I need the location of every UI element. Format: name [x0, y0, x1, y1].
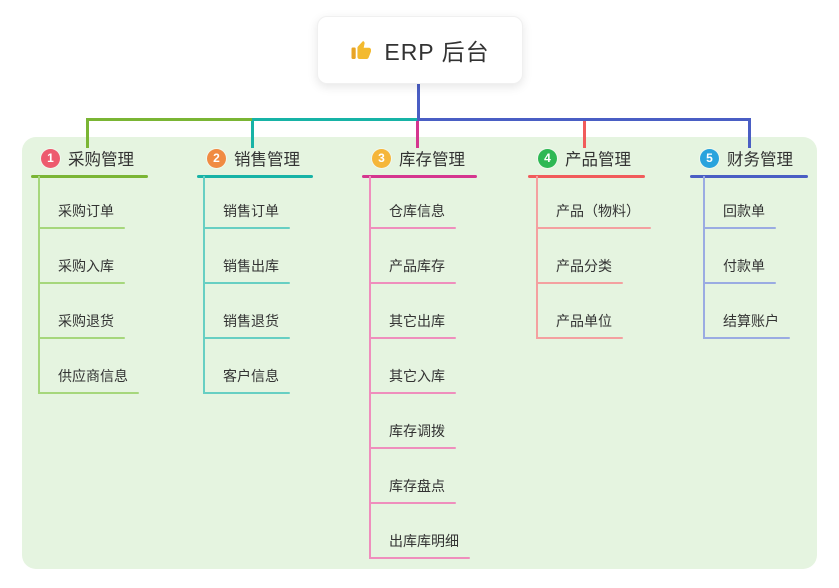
branch-title-label: 财务管理	[727, 151, 793, 169]
child-node[interactable]: 销售退货	[223, 313, 279, 329]
branch-title[interactable]: 2 销售管理	[207, 147, 300, 169]
branch-number-badge: 2	[207, 148, 226, 168]
branch-title-label: 销售管理	[234, 151, 300, 169]
branch-drop-line	[583, 118, 586, 148]
branch-number-badge: 1	[41, 148, 60, 168]
child-underline	[369, 282, 456, 284]
branch-number-badge: 5	[700, 148, 719, 168]
child-node[interactable]: 其它出库	[389, 313, 445, 329]
child-underline	[369, 337, 456, 339]
child-node[interactable]: 供应商信息	[58, 368, 128, 384]
child-underline	[369, 502, 456, 504]
child-underline	[369, 447, 456, 449]
child-node[interactable]: 销售订单	[223, 203, 279, 219]
child-node[interactable]: 仓库信息	[389, 203, 445, 219]
child-node[interactable]: 结算账户	[723, 313, 779, 329]
child-node[interactable]: 产品分类	[556, 258, 612, 274]
branch-title[interactable]: 5 财务管理	[700, 147, 793, 169]
child-node[interactable]: 付款单	[723, 258, 765, 274]
child-underline	[703, 282, 776, 284]
bus-segment	[87, 118, 253, 121]
branch-spine-line	[38, 176, 40, 394]
child-underline	[38, 227, 125, 229]
branch-drop-line	[416, 118, 419, 148]
child-node[interactable]: 产品单位	[556, 313, 612, 329]
child-underline	[203, 282, 290, 284]
bus-segment	[418, 118, 751, 121]
root-node-label: ERP 后台	[384, 39, 490, 65]
branch-spine-line	[703, 176, 705, 339]
child-underline	[38, 392, 139, 394]
child-node[interactable]: 库存调拨	[389, 423, 445, 439]
thumbs-up-icon	[350, 38, 374, 62]
branch-drop-line	[748, 118, 751, 148]
child-node[interactable]: 采购退货	[58, 313, 114, 329]
child-node[interactable]: 回款单	[723, 203, 765, 219]
child-underline	[38, 282, 125, 284]
branch-underline	[528, 175, 645, 178]
branch-title[interactable]: 4 产品管理	[538, 147, 631, 169]
child-underline	[38, 337, 125, 339]
branch-drop-line	[86, 118, 89, 148]
branch-title[interactable]: 3 库存管理	[372, 147, 465, 169]
child-underline	[369, 392, 456, 394]
child-node[interactable]: 销售出库	[223, 258, 279, 274]
root-node[interactable]: ERP 后台	[317, 16, 523, 84]
branch-underline	[690, 175, 808, 178]
branch-number-badge: 4	[538, 148, 557, 168]
root-connector-line	[417, 84, 420, 121]
child-node[interactable]: 客户信息	[223, 368, 279, 384]
child-node[interactable]: 采购订单	[58, 203, 114, 219]
child-node[interactable]: 出库库明细	[389, 533, 459, 549]
branch-title-label: 采购管理	[68, 151, 134, 169]
child-underline	[536, 282, 623, 284]
child-node[interactable]: 产品（物料）	[556, 203, 640, 219]
branch-underline	[31, 175, 148, 178]
child-underline	[203, 337, 290, 339]
child-node[interactable]: 其它入库	[389, 368, 445, 384]
child-node[interactable]: 产品库存	[389, 258, 445, 274]
child-underline	[203, 227, 290, 229]
bus-segment	[252, 118, 419, 121]
child-underline	[703, 337, 790, 339]
child-underline	[703, 227, 776, 229]
child-node[interactable]: 库存盘点	[389, 478, 445, 494]
child-underline	[369, 227, 456, 229]
branch-spine-line	[536, 176, 538, 339]
background-panel	[22, 137, 817, 569]
child-underline	[369, 557, 470, 559]
branch-underline	[197, 175, 313, 178]
branch-title[interactable]: 1 采购管理	[41, 147, 134, 169]
child-underline	[536, 227, 651, 229]
branch-spine-line	[203, 176, 205, 394]
child-underline	[536, 337, 623, 339]
branch-title-label: 库存管理	[399, 151, 465, 169]
branch-drop-line	[251, 118, 254, 148]
child-node[interactable]: 采购入库	[58, 258, 114, 274]
branch-spine-line	[369, 176, 371, 559]
branch-title-label: 产品管理	[565, 151, 631, 169]
child-underline	[203, 392, 290, 394]
branch-underline	[362, 175, 477, 178]
branch-number-badge: 3	[372, 148, 391, 168]
